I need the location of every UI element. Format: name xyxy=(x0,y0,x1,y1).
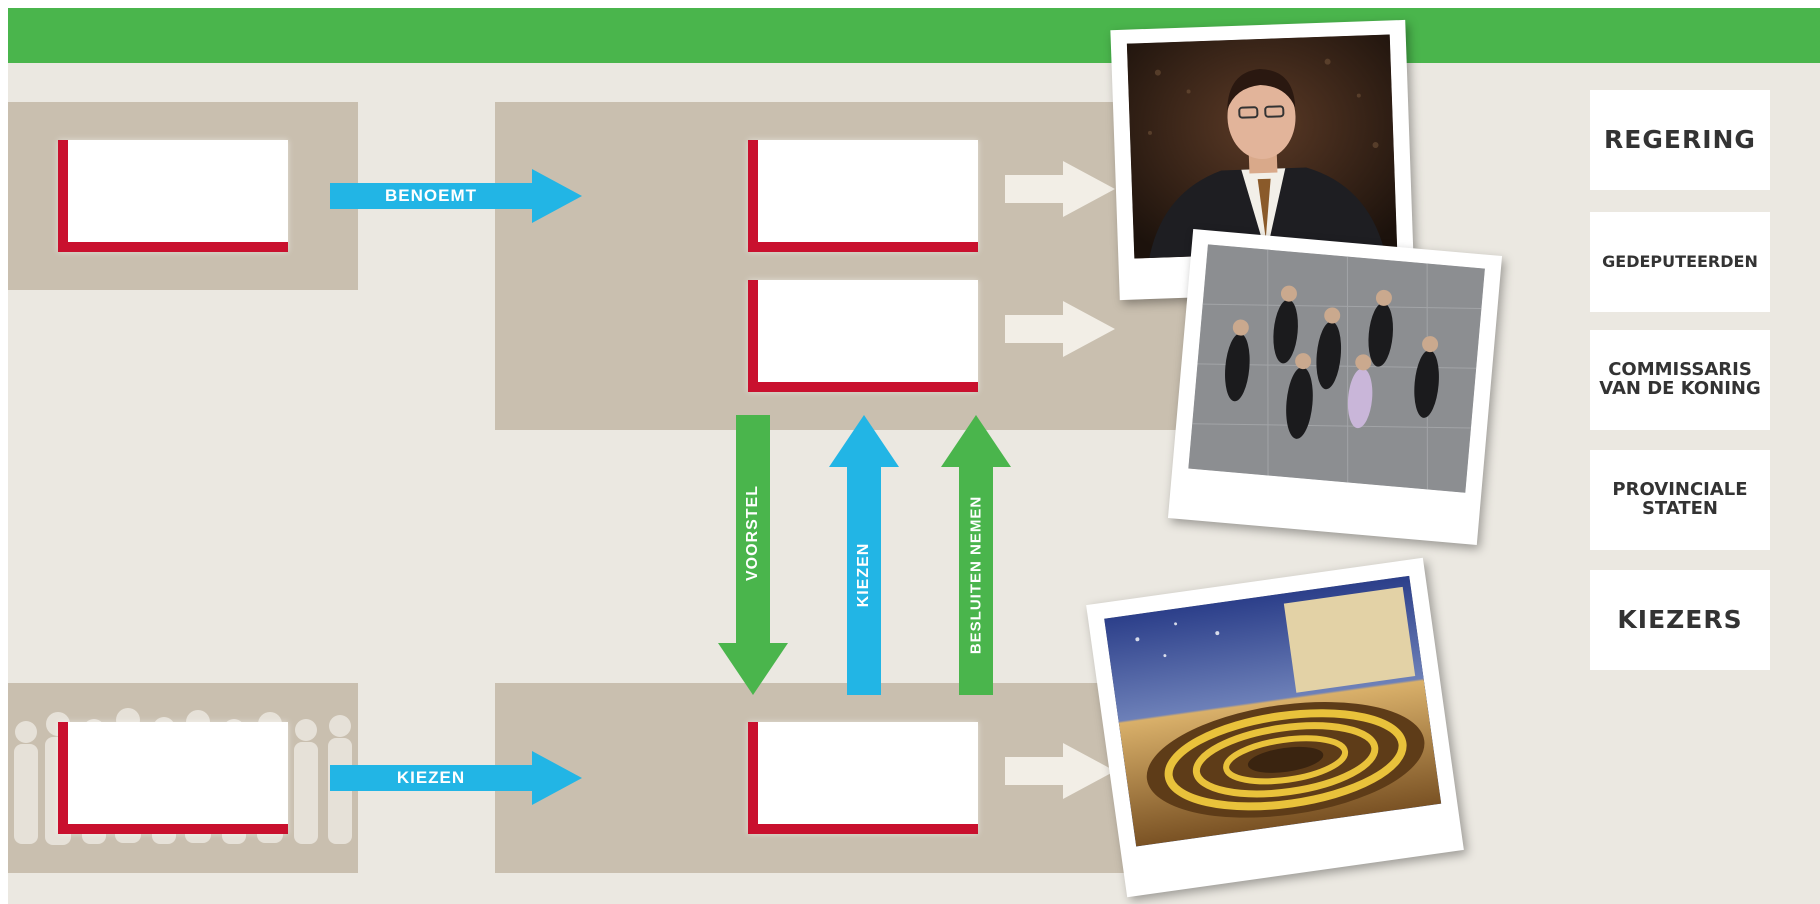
arrow-voorstel: VOORSTEL xyxy=(718,415,788,695)
arrow-voorstel-label: VOORSTEL xyxy=(744,484,761,581)
card-commissaris xyxy=(748,140,978,252)
legend-gedeputeerden: GEDEPUTEERDEN xyxy=(1590,212,1770,312)
legend-regering: REGERING xyxy=(1590,90,1770,190)
arrow-benoemt: BENOEMT xyxy=(330,169,582,223)
arrow-besluiten-nemen-label: BESLUITEN NEMEN xyxy=(967,495,985,654)
arrow-kiezen-vertical-label: KIEZEN xyxy=(855,542,872,607)
arrow-kiezen-horizontal-label: KIEZEN xyxy=(396,768,466,787)
legend-kiezers: KIEZERS xyxy=(1590,570,1770,670)
portrait-photo-icon xyxy=(1126,34,1398,259)
group-photo-icon xyxy=(1188,244,1485,493)
top-banner xyxy=(8,8,1820,63)
ghost-arrow-right-icon xyxy=(1005,743,1115,799)
legend-provinciale-staten: PROVINCIALE STATEN xyxy=(1590,450,1770,550)
card-regering xyxy=(58,140,288,252)
arrow-kiezen-vertical: KIEZEN xyxy=(829,415,899,695)
arrow-kiezen-horizontal: KIEZEN xyxy=(330,751,582,805)
card-kiezers xyxy=(58,722,288,834)
photo-assembly xyxy=(1086,557,1464,898)
card-provinciale-staten xyxy=(748,722,978,834)
card-gedeputeerden xyxy=(748,280,978,392)
photo-group xyxy=(1167,229,1503,545)
arrow-benoemt-label: BENOEMT xyxy=(385,186,477,205)
legend-commissaris: COMMISSARIS VAN DE KONING xyxy=(1590,330,1770,430)
ghost-arrow-right-icon xyxy=(1005,161,1115,217)
arrow-besluiten-nemen: BESLUITEN NEMEN xyxy=(941,415,1011,695)
assembly-hall-photo-icon xyxy=(1104,575,1442,847)
ghost-arrow-right-icon xyxy=(1005,301,1115,357)
